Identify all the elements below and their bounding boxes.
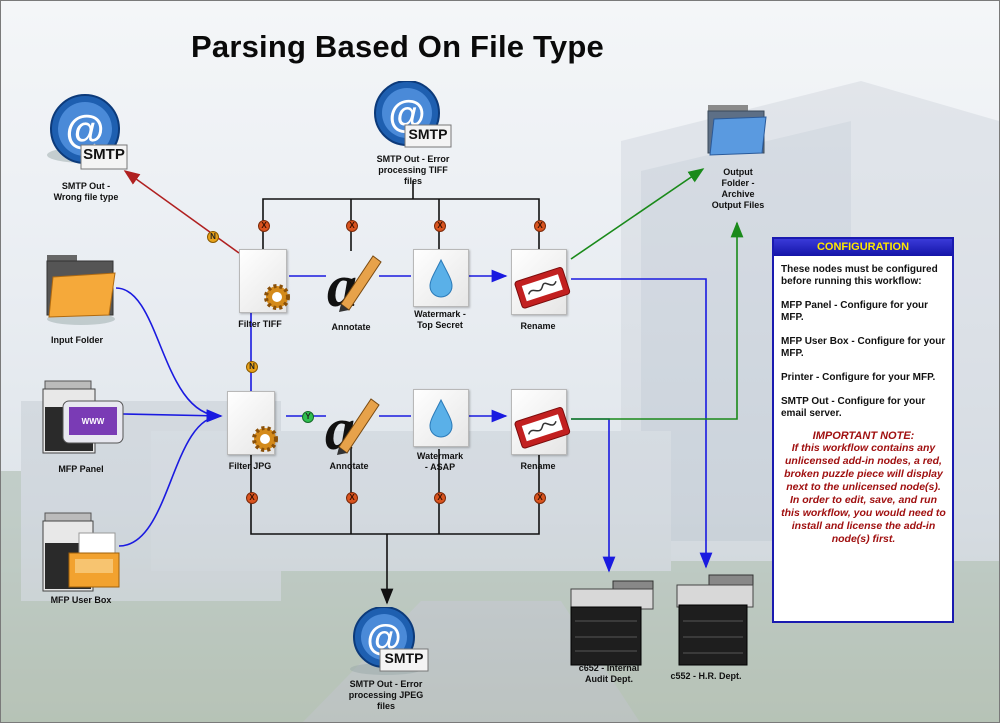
smtp-wrong-type-label: SMTP Out - Wrong file type [53,181,119,202]
mfp-user-box-label: MFP User Box [50,595,112,605]
important-note-text: If this workflow contains any unlicensed… [781,442,946,545]
error-badge: X [534,220,546,232]
annotate-pencil-icon: a [327,253,382,319]
mfp-screen-text: WWW [81,417,105,426]
rename-node-1[interactable] [511,249,571,315]
printer-c552-label: c552 - H.R. Dept. [670,671,742,681]
filter-tiff-node[interactable] [239,249,290,313]
configuration-item: Printer - Configure for your MFP. [781,372,936,383]
folder-icon [707,105,767,156]
printer-icon [676,574,754,666]
output-folder-node[interactable] [704,101,768,161]
configuration-intro: These nodes must be configured before ru… [781,264,938,287]
error-badge: X [258,220,270,232]
watermark-label-1: Watermark - Top Secret [414,309,466,330]
water-drop-icon [429,398,453,438]
input-folder-node[interactable] [43,251,119,327]
error-badge: X [434,220,446,232]
error-bus-bottom [250,449,540,605]
error-bus-top [262,181,540,251]
configuration-item: MFP Panel - Configure for your MFP. [781,300,929,323]
smtp-wrong-type-node[interactable]: @ SMTP [43,93,143,173]
gear-icon [252,426,278,452]
smtp-badge-label: SMTP [83,146,125,163]
smtp-tiff-error-label: SMTP Out - Error processing TIFF files [376,154,450,186]
annotate-label-1: Annotate [331,322,371,332]
gear-icon [264,284,290,310]
output-folder-label: Output Folder - Archive Output Files [711,167,765,210]
match-badge: Y [302,411,314,423]
smtp-badge-label: SMTP [408,126,448,142]
rename-label-2: Rename [520,461,556,471]
wire-wrong-type [123,170,240,254]
error-badge: X [246,492,258,504]
water-drop-icon [429,258,453,298]
error-badge: X [534,492,546,504]
smtp-badge-label: SMTP [384,650,424,666]
configuration-item: MFP User Box - Configure for your MFP. [781,336,946,359]
error-badge: X [346,492,358,504]
filter-jpg-label: Filter JPG [228,461,272,471]
annotate-label-2: Annotate [329,461,369,471]
watermark-node-2[interactable] [413,389,469,447]
printer-c652-label: c652 - Internal Audit Dept. [578,663,640,684]
no-match-badge: N [246,361,258,373]
mfp-user-box-icon [42,512,120,592]
configuration-panel: CONFIGURATION These nodes must be config… [772,237,954,623]
annotate-node-2[interactable]: a [321,389,383,462]
printer-c652-node[interactable] [567,577,659,667]
folder-icon [46,255,116,325]
mfp-panel-node[interactable]: WWW [39,377,127,457]
printer-icon [570,580,654,666]
annotate-node-1[interactable]: a [323,246,385,319]
error-badge: X [434,492,446,504]
rename-tag-icon [514,267,571,309]
rename-tag-icon [514,407,571,449]
smtp-tiff-error-node[interactable]: @ SMTP [369,80,469,151]
smtp-jpeg-error-node[interactable]: @ SMTP [346,606,446,677]
email-at-icon: @ [350,606,429,675]
important-note-title: IMPORTANT NOTE: [812,430,915,442]
printer-c552-node[interactable] [673,573,759,667]
no-match-badge: N [207,231,219,243]
filter-jpg-node[interactable] [227,391,278,455]
annotate-pencil-icon: a [325,396,380,462]
rename-label-1: Rename [520,321,556,331]
mfp-printer-icon [42,380,124,454]
configuration-item: SMTP Out - Configure for your email serv… [781,396,926,419]
configuration-header: CONFIGURATION [774,239,952,256]
input-folder-label: Input Folder [51,335,103,345]
configuration-body: These nodes must be configured before ru… [774,256,952,546]
smtp-jpeg-error-label: SMTP Out - Error processing JPEG files [348,679,424,711]
mfp-user-box-node[interactable] [39,509,123,593]
page-title: Parsing Based On File Type [191,29,604,64]
filter-tiff-label: Filter TIFF [238,319,282,329]
watermark-label-2: Watermark - ASAP [416,451,464,472]
watermark-node-1[interactable] [413,249,469,307]
error-badge: X [346,220,358,232]
email-at-icon: @ [374,80,452,148]
email-at-icon: @ [47,94,128,170]
rename-node-2[interactable] [511,389,571,455]
mfp-panel-label: MFP Panel [58,464,104,474]
green-archive [570,168,744,420]
